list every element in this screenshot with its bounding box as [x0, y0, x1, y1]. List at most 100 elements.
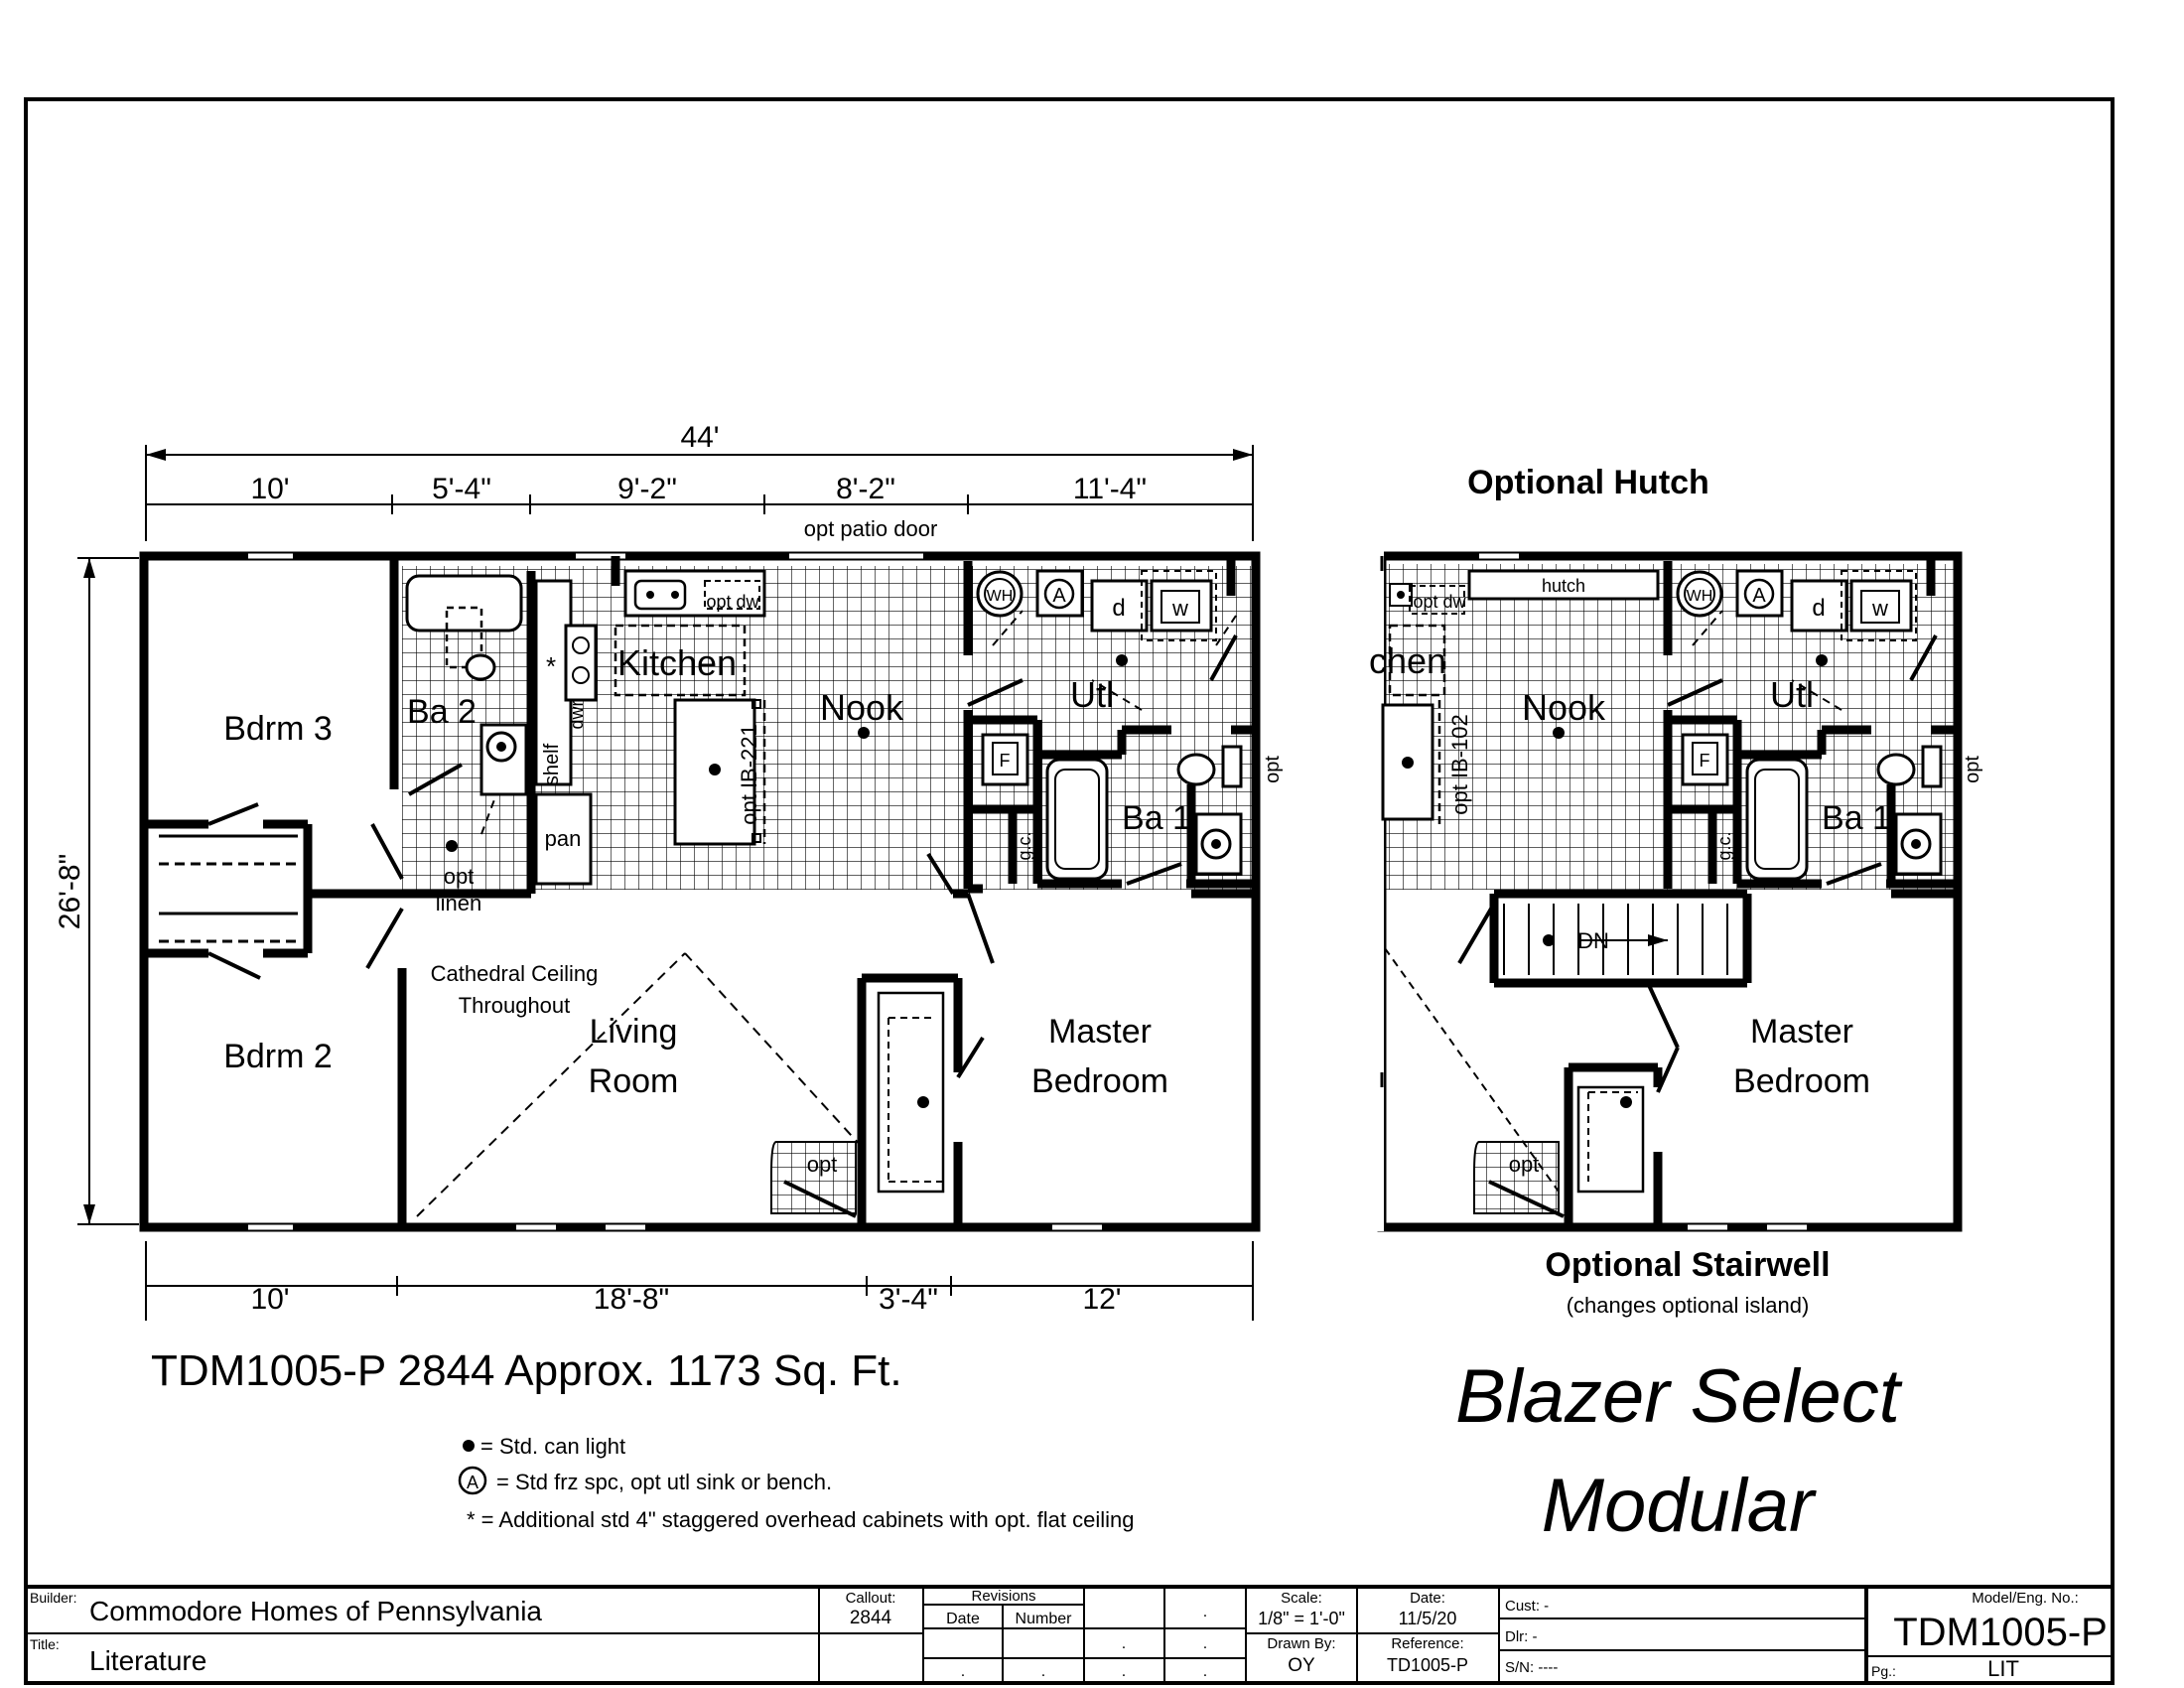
builder-value: Commodore Homes of Pennsylvania: [89, 1596, 542, 1626]
optional-plan: [1372, 551, 1963, 1232]
legend-2: = Std frz spc, opt utl sink or bench.: [496, 1470, 832, 1494]
rev-dot-2: .: [1122, 1635, 1126, 1652]
room-kitchen: Kitchen: [617, 642, 737, 683]
scale-label: Scale:: [1281, 1590, 1322, 1607]
stair-title: Optional Stairwell: [1545, 1246, 1830, 1284]
legend-3: * = Additional std 4" staggered overhead…: [467, 1507, 1135, 1532]
ref-value: TD1005-P: [1387, 1655, 1468, 1675]
dim-bottom-4: 12': [1082, 1283, 1121, 1316]
main-plan-text: 44' 10' 5'-4" 9'-2" 8'-2" 11'-4" opt pat…: [54, 421, 1284, 1316]
cust-value: Cust: -: [1505, 1598, 1549, 1615]
dim-top-3: 9'-2": [617, 473, 677, 505]
model-line: TDM1005-P 2844 Approx. 1173 Sq. Ft.: [151, 1346, 902, 1395]
hutch-ba1: Ba 1: [1822, 799, 1891, 837]
dim-bottom-1: 10': [250, 1283, 289, 1316]
legend-a: A: [467, 1473, 478, 1492]
opt-linen-2: linen: [436, 891, 481, 915]
rev-dot-7: .: [1203, 1663, 1207, 1680]
title-block: [26, 1585, 2113, 1683]
w-label: w: [1171, 596, 1188, 621]
legend: = Std. can light A = Std frz spc, opt ut…: [458, 1434, 1135, 1532]
cathedral-2: Throughout: [459, 993, 571, 1018]
hutch-master-2: Bedroom: [1733, 1062, 1870, 1100]
main-floor-plan: [139, 551, 1261, 1232]
optional-plan-text: Optional Hutch Optional Stairwell (chang…: [1369, 464, 1983, 1318]
callout-value: 2844: [850, 1608, 892, 1628]
opt-dw: opt dw: [706, 592, 759, 612]
scale-value: 1/8" = 1'-0": [1258, 1609, 1345, 1628]
a-label: A: [1052, 585, 1066, 607]
hutch-island: opt IB-102: [1447, 714, 1472, 815]
freezer-space-icon: [458, 1466, 487, 1495]
hutch-opt-bottom: opt: [1509, 1152, 1540, 1177]
rev-dot-1: .: [1203, 1604, 1207, 1620]
revisions-label: Revisions: [971, 1588, 1035, 1605]
builder-label: Builder:: [30, 1590, 76, 1606]
rev-dot-4: .: [961, 1663, 965, 1680]
hutch-nook: Nook: [1522, 687, 1606, 728]
title-block-text: Builder: Commodore Homes of Pennsylvania…: [30, 1588, 2108, 1681]
main-plan-dimensions: [77, 445, 1254, 1321]
drawn-label: Drawn By:: [1267, 1635, 1335, 1652]
hutch-wh: WH: [1687, 588, 1713, 605]
hutch-label: hutch: [1542, 576, 1585, 596]
hutch-title: Optional Hutch: [1467, 464, 1709, 501]
f-label: F: [1000, 751, 1011, 771]
room-bdrm2: Bdrm 2: [223, 1038, 333, 1075]
sn-value: S/N: ----: [1505, 1659, 1558, 1676]
dim-top-4: 8'-2": [836, 473, 895, 505]
room-nook: Nook: [820, 687, 904, 728]
dim-bottom-2: 18'-8": [594, 1283, 669, 1316]
rev-dot-5: .: [1041, 1663, 1045, 1680]
hutch-w: w: [1871, 596, 1888, 621]
hutch-dn: DN: [1577, 928, 1609, 953]
cathedral-1: Cathedral Ceiling: [431, 961, 599, 986]
rev-dot-3: .: [1203, 1635, 1207, 1652]
ref-label: Reference:: [1391, 1635, 1463, 1652]
can-light-icon: [463, 1440, 475, 1452]
hutch-f: F: [1700, 751, 1710, 771]
room-living-1: Living: [590, 1013, 678, 1051]
room-utl: Utl: [1070, 674, 1114, 715]
dim-top-1: 10': [250, 473, 289, 505]
opt-linen-1: opt: [444, 864, 475, 889]
model-value: TDM1005-P: [1893, 1611, 2108, 1654]
model-label: Model/Eng. No.:: [1972, 1590, 2079, 1607]
gc-label: g.c.: [1015, 831, 1034, 860]
date-label: Date:: [1410, 1590, 1445, 1607]
hutch-gc: g.c.: [1714, 831, 1734, 860]
sheet-border: [24, 97, 2115, 1685]
rev-dot-6: .: [1122, 1663, 1126, 1680]
depth-dim: 26'-8": [54, 854, 86, 929]
legend-1: = Std. can light: [480, 1434, 625, 1459]
brand-line-2: Modular: [1542, 1464, 1817, 1548]
stair-note: (changes optional island): [1567, 1293, 1810, 1318]
wh-label: WH: [987, 588, 1014, 605]
brand: Blazer Select Modular: [1455, 1354, 1903, 1548]
shelf-label: shelf: [541, 743, 563, 785]
room-master-1: Master: [1048, 1013, 1152, 1051]
pan-label: pan: [545, 826, 582, 851]
brand-line-1: Blazer Select: [1455, 1354, 1903, 1439]
revisions-number: Number: [1016, 1611, 1073, 1627]
room-master-2: Bedroom: [1031, 1062, 1168, 1100]
opt-bottom: opt: [807, 1152, 838, 1177]
hutch-chen: chen: [1369, 640, 1446, 681]
drawn-value: OY: [1288, 1655, 1315, 1676]
overall-width: 44': [680, 421, 719, 454]
hutch-opt-dw: opt dw: [1413, 592, 1466, 612]
opt-side: opt: [1262, 756, 1284, 783]
callout-label: Callout:: [846, 1590, 896, 1607]
room-bdrm3: Bdrm 3: [223, 710, 333, 748]
dim-top-2: 5'-4": [432, 473, 491, 505]
pg-label: Pg.:: [1871, 1663, 1896, 1679]
hutch-utl: Utl: [1770, 674, 1814, 715]
hutch-d: d: [1812, 595, 1825, 622]
title-value: Literature: [89, 1645, 206, 1676]
hutch-a: A: [1752, 585, 1766, 607]
room-ba1: Ba 1: [1122, 799, 1191, 837]
star-label: *: [546, 651, 556, 681]
pg-value: LIT: [1987, 1656, 2019, 1681]
date-value: 11/5/20: [1399, 1609, 1457, 1628]
